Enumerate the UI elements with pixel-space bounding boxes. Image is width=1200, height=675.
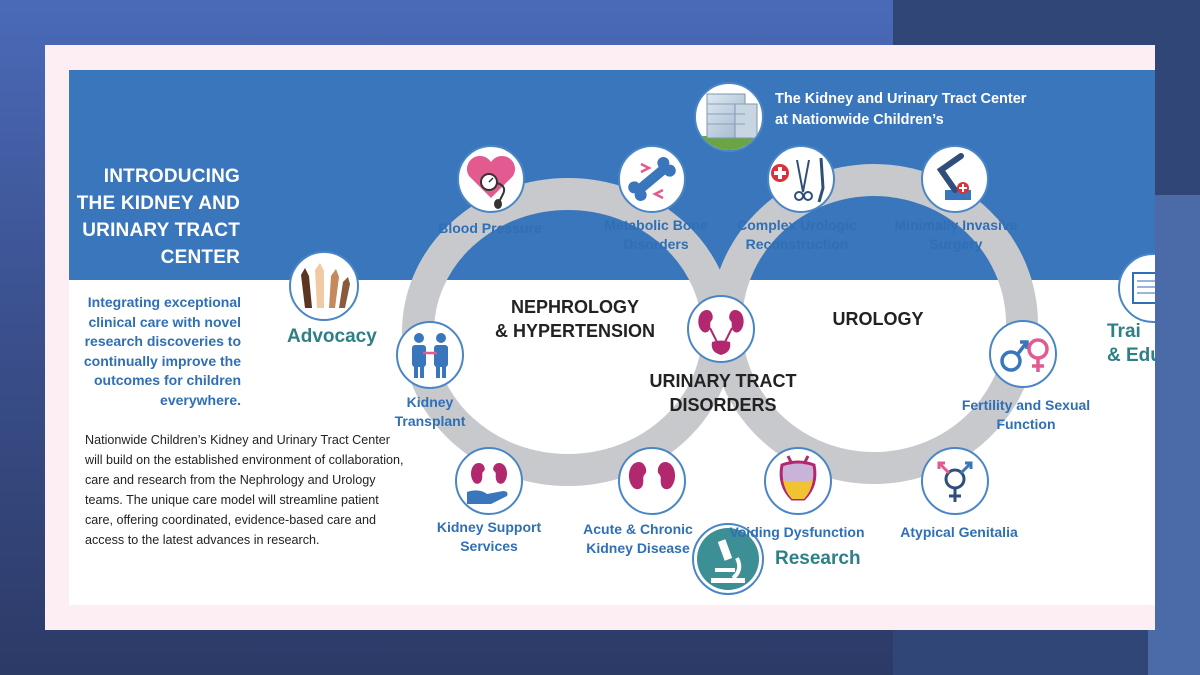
infinity-diagram	[289, 82, 1155, 595]
research-label: Research	[775, 548, 861, 569]
slide-frame: INTRODUCING THE KIDNEY AND URINARY TRACT…	[45, 45, 1155, 630]
raised-hands-icon	[289, 251, 359, 321]
urinary-tract-icon	[687, 295, 755, 363]
robotic-arm-icon	[921, 145, 989, 213]
center-title: The Kidney and Urinary Tract Center at N…	[775, 89, 1026, 131]
kidney-hand-icon	[455, 447, 523, 515]
fertility-label: Fertility and Sexual Function	[961, 397, 1091, 432]
bone-icon	[618, 145, 686, 213]
hospital-building-icon	[694, 82, 764, 152]
gender-symbols-icon	[989, 320, 1057, 388]
complex-urologic-label: Complex Urologic Reconstruction	[737, 217, 857, 252]
intro-title: INTRODUCING THE KIDNEY AND URINARY TRACT…	[76, 166, 240, 268]
document-icon	[1118, 253, 1155, 323]
training-label: Trai & Edu	[1107, 321, 1155, 366]
heart-blood-pressure-icon	[457, 145, 525, 213]
urinary-tract-label: URINARY TRACT DISORDERS	[649, 371, 797, 415]
surgical-tools-icon	[767, 145, 835, 213]
transplant-people-icon	[396, 321, 464, 389]
nephrology-label: NEPHROLOGY & HYPERTENSION	[494, 297, 656, 341]
center-title-line2: at Nationwide Children’s	[775, 112, 944, 128]
blood-pressure-label: Blood Pressure	[438, 220, 542, 236]
atypical-label: Atypical Genitalia	[900, 524, 1018, 540]
metabolic-bone-label: Metabolic Bone Disorders	[604, 217, 708, 252]
intro-subtitle: Integrating exceptional clinical care wi…	[83, 294, 241, 408]
center-title-line1: The Kidney and Urinary Tract Center	[775, 91, 1027, 107]
voiding-label: Voiding Dysfunction	[729, 524, 865, 540]
urology-label: UROLOGY	[832, 309, 924, 329]
microscope-icon	[692, 523, 764, 595]
intro-body: Nationwide Children’s Kidney and Urinary…	[85, 433, 404, 547]
kidney-transplant-label: Kidney Transplant	[394, 394, 466, 429]
kidney-support-label: Kidney Support Services	[436, 519, 542, 554]
kidneys-icon	[618, 447, 686, 515]
bladder-icon	[764, 447, 832, 515]
minimally-invasive-label: Minimally Invasive Surgery	[894, 217, 1018, 252]
acute-chronic-label: Acute & Chronic Kidney Disease	[583, 521, 693, 556]
advocacy-label: Advocacy	[287, 326, 377, 347]
background-panel-accent	[1148, 195, 1200, 675]
infographic-slide: INTRODUCING THE KIDNEY AND URINARY TRACT…	[69, 70, 1155, 605]
transgender-symbol-icon	[921, 447, 989, 515]
